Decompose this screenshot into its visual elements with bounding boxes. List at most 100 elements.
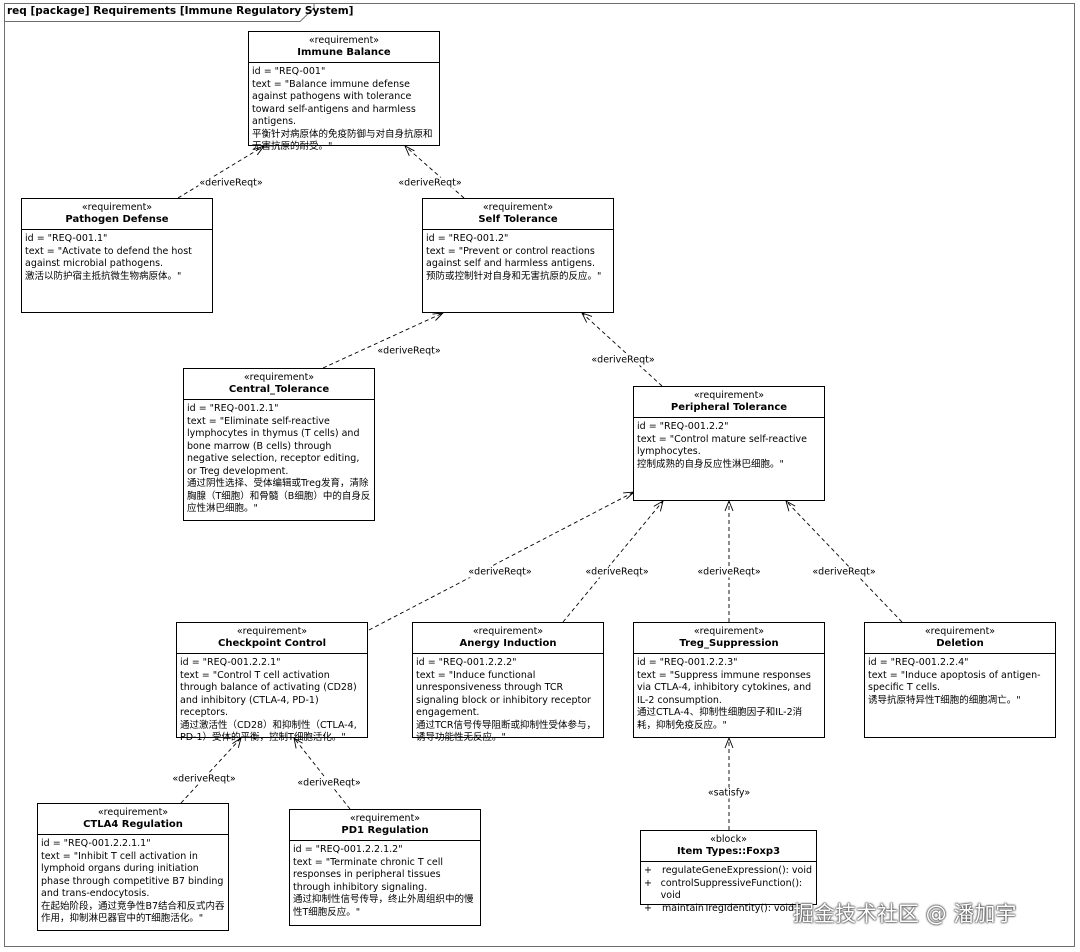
requirement-header: «requirement» Immune Balance [249,32,439,63]
requirement-text-cn: 通过TCR信号传导阻断或抑制性受体参与，诱导功能性无反应。" [416,719,596,744]
arrowhead-checkpoint-pd1 [293,737,303,749]
derive-label-anergy-induction: «deriveReqt» [584,566,650,578]
requirement-properties: id = "REQ-001.1" text = "Activate to def… [22,230,212,286]
requirement-name: Deletion [936,638,984,649]
derive-line-pd1-regulation [293,737,351,810]
derive-label-peripheral-tolerance: «deriveReqt» [590,354,656,366]
requirement-name: Self Tolerance [478,214,558,225]
requirement-properties: id = "REQ-001.2.2.1.1" text = "Inhibit T… [38,835,228,929]
operation-row: + regulateGeneExpression(): void [644,865,813,878]
requirement-id: id = "REQ-001.2.2" [637,421,729,432]
requirement-text: text = "Suppress immune responses via CT… [637,669,812,706]
requirement-header: «requirement» Checkpoint Control [177,623,367,654]
arrowhead-peripheral-anergy [653,500,664,512]
requirement-header: «requirement» Pathogen Defense [22,199,212,230]
arrowhead-peripheral-treg [724,499,734,512]
derive-line-self-tolerance [404,145,465,199]
block-foxp3[interactable]: «block» Item Types::Foxp3 + regulateGene… [640,830,817,914]
operation-row: + maintainTregIdentity(): void [644,903,813,916]
requirement-id: id = "REQ-001" [252,66,326,77]
requirement-text: text = "Control T cell activation throug… [180,669,357,719]
requirement-text: text = "Induce functional unresponsivene… [416,669,591,719]
requirement-name: Anergy Induction [459,638,557,649]
derive-line-anergy-induction [562,500,664,623]
requirement-properties: id = "REQ-001.2.2.4" text = "Induce apop… [865,654,1055,710]
requirement-pd1-regulation[interactable]: «requirement» PD1 Regulation id = "REQ-0… [289,809,481,926]
requirement-text-cn: 激活以防护宿主抵抗微生物病原体。" [25,270,182,282]
requirement-properties: id = "REQ-001.2.2.2" text = "Induce func… [413,654,603,748]
requirement-checkpoint-control[interactable]: «requirement» Checkpoint Control id = "R… [176,622,368,743]
requirement-name: Peripheral Tolerance [670,402,788,413]
operation-signature: controlSuppressiveFunction(): void [660,877,803,902]
requirement-header: «requirement» Peripheral Tolerance [634,387,824,418]
requirement-deletion[interactable]: «requirement» Deletion id = "REQ-001.2.2… [864,622,1056,738]
requirement-self-tolerance[interactable]: «requirement» Self Tolerance id = "REQ-0… [422,198,614,313]
derive-label-ctla4-regulation: «deriveReqt» [171,773,237,785]
stereotype-label: «requirement» [236,626,308,637]
stereotype-label: «requirement» [308,35,380,46]
stereotype-label: «block» [710,834,747,845]
derive-line-central-tolerance [322,312,444,369]
requirement-header: «requirement» PD1 Regulation [290,810,480,841]
requirement-text-cn: 通过阴性选择、受体编辑或Treg发育，清除胸腺（T细胞）和骨髓（B细胞）中的自身… [187,478,371,514]
requirement-id: id = "REQ-001.2.2.1.1" [41,838,151,849]
derive-label-deletion: «deriveReqt» [811,566,877,578]
requirement-treg-suppression[interactable]: «requirement» Treg_Suppression id = "REQ… [633,622,825,738]
requirement-central-tolerance[interactable]: «requirement» Central_Tolerance id = "RE… [183,368,375,521]
requirement-header: «requirement» Central_Tolerance [184,369,374,400]
stereotype-label: «requirement» [81,202,153,213]
frame-name-tab [4,3,315,22]
requirement-text-cn: 控制成熟的自身反应性淋巴细胞。" [637,458,784,470]
requirement-peripheral-tolerance[interactable]: «requirement» Peripheral Tolerance id = … [633,386,825,501]
derive-label-pd1-regulation: «deriveReqt» [296,777,362,789]
derive-label-checkpoint-control: «deriveReqt» [467,566,533,578]
requirement-anergy-induction[interactable]: «requirement» Anergy Induction id = "REQ… [412,622,604,743]
arrowhead-treg-satisfy [724,736,734,749]
requirement-ctla4-regulation[interactable]: «requirement» CTLA4 Regulation id = "REQ… [37,803,229,931]
derive-line-peripheral-tolerance [581,312,663,387]
requirement-pathogen-defense[interactable]: «requirement» Pathogen Defense id = "REQ… [21,198,213,313]
requirement-immune-balance[interactable]: «requirement» Immune Balance id = "REQ-0… [248,31,440,152]
requirement-text-cn: 平衡针对病原体的免疫防御与对自身抗原和无害抗原的耐受。" [252,128,433,153]
requirement-properties: id = "REQ-001.2.2" text = "Control matur… [634,418,824,474]
derive-line-pathogen-defense [177,145,265,199]
derive-line-deletion [785,500,903,623]
requirement-text-cn: 预防或控制针对自身和无害抗原的反应。" [426,270,602,282]
operation-signature: maintainTregIdentity(): void [662,902,795,914]
stereotype-label: «requirement» [693,390,765,401]
operation-visibility: + [644,877,652,889]
operation-visibility: + [644,865,652,876]
requirement-properties: id = "REQ-001.2.1" text = "Eliminate sel… [184,400,374,519]
requirement-id: id = "REQ-001.2.2.1" [180,657,281,668]
diagram-title: req [package] Requirements [Immune Regul… [7,5,354,17]
requirement-id: id = "REQ-001.2.2.3" [637,657,738,668]
stereotype-label: «requirement» [97,807,169,818]
requirement-header: «requirement» Treg_Suppression [634,623,824,654]
requirement-name: Treg_Suppression [679,638,779,649]
requirement-properties: id = "REQ-001" text = "Balance immune de… [249,63,439,157]
block-operations: + regulateGeneExpression(): void + contr… [641,862,816,918]
derive-label-self-tolerance: «deriveReqt» [397,177,463,189]
derive-line-checkpoint-control [368,491,635,631]
requirement-name: Central_Tolerance [228,384,330,395]
arrowhead-self-tolerance-right [581,312,593,323]
derive-label-pathogen-defense: «deriveReqt» [198,177,264,189]
operation-visibility: + [644,902,652,914]
requirement-text-cn: 在起始阶段，通过竞争性B7结合和反式内吞作用，抑制淋巴器官中的T细胞活化。" [41,900,225,925]
requirement-name: Pathogen Defense [65,214,169,225]
derive-label-central-tolerance: «deriveReqt» [376,345,442,357]
operation-row: + controlSuppressiveFunction(): void [644,878,813,903]
arrowhead-immune-balance-left [253,145,266,156]
requirement-header: «requirement» CTLA4 Regulation [38,804,228,835]
requirement-name: Checkpoint Control [218,638,326,649]
stereotype-label: «requirement» [693,626,765,637]
requirement-text-cn: 通过激活性（CD28）和抑制性（CTLA-4, PD-1）受体的平衡，控制T细胞… [180,719,357,744]
satisfy-label-foxp3: «satisfy» [706,787,752,799]
requirement-text: text = "Inhibit T cell activation in lym… [41,850,224,900]
requirement-id: id = "REQ-001.2.2.2" [416,657,517,668]
requirement-id: id = "REQ-001.2.2.1.2" [293,844,403,855]
arrowhead-immune-balance-right [404,145,415,156]
requirement-properties: id = "REQ-001.2.2.3" text = "Suppress im… [634,654,824,735]
requirement-text-cn: 通过CTLA-4、抑制性细胞因子和IL-2消耗，抑制免疫反应。" [637,707,803,731]
